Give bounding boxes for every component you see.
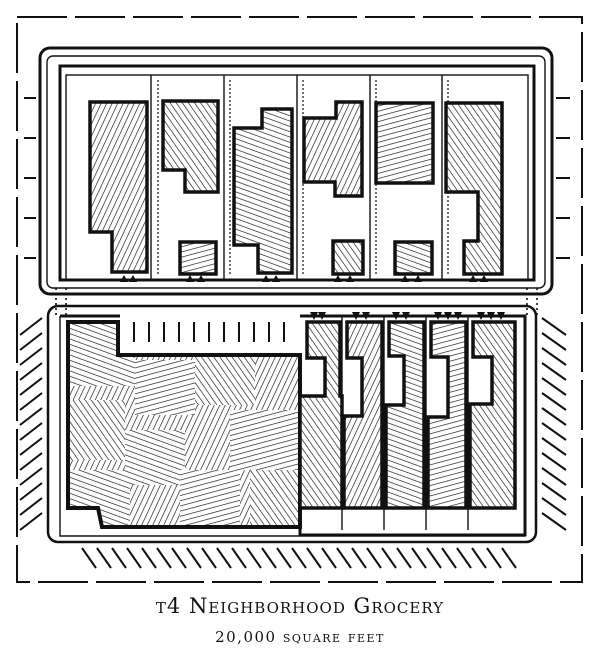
house-3 [232, 107, 294, 275]
shopfront-2 [342, 320, 384, 510]
site-plan [16, 16, 583, 583]
entry-markers-lower [310, 312, 505, 320]
shopfront-3 [384, 320, 426, 510]
parking-ticks [24, 97, 570, 259]
entry-markers-upper [120, 275, 488, 282]
shopfront-4 [426, 320, 468, 510]
outbuilding-5 [393, 240, 434, 276]
grocery-building [66, 320, 302, 529]
loading-stripes [133, 322, 285, 342]
outbuilding-2 [178, 240, 218, 276]
shopfront-5 [468, 320, 517, 510]
property-boundary [16, 16, 583, 583]
row-houses [88, 99, 504, 276]
shopfront-1 [298, 320, 344, 510]
plan-subtitle: 20,000 square feet [215, 628, 385, 646]
outbuilding-4 [331, 239, 365, 276]
house-5 [374, 101, 435, 185]
shopfronts [298, 320, 517, 510]
angled-parking-south [81, 547, 517, 569]
angled-parking-west [19, 317, 43, 531]
plan-title: t4 Neighborhood Grocery [155, 594, 445, 618]
house-2 [161, 99, 220, 194]
angled-parking-east [541, 317, 567, 531]
crosswalks [55, 288, 538, 316]
house-4 [302, 100, 364, 198]
house-6 [444, 101, 504, 276]
house-1 [88, 100, 149, 274]
